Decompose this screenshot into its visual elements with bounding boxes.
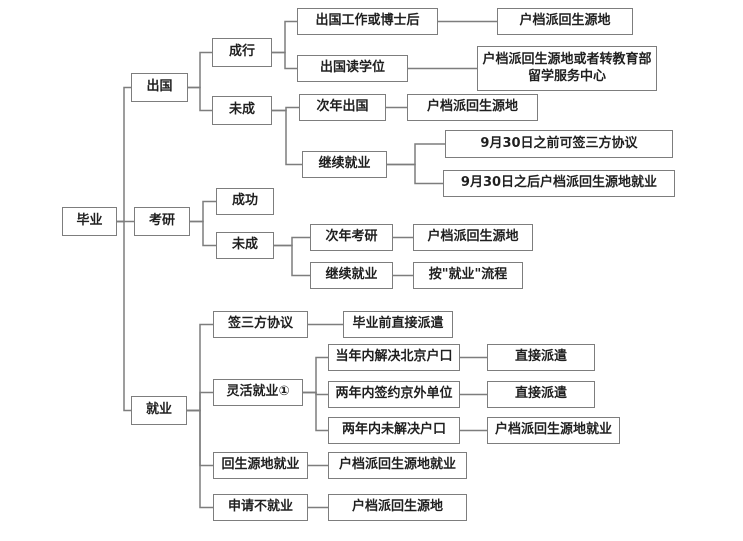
node-chenggong: 成功 xyxy=(216,188,274,215)
edge-kaoyan-to-chenggong xyxy=(190,200,216,223)
node-hui_shengyuandi: 回生源地就业 xyxy=(213,452,308,479)
edge-weicheng_kaoyan-to-cinian_kaoyan xyxy=(274,236,310,247)
node-dangnian_hukou: 当年内解决北京户口 xyxy=(328,344,460,371)
node-cinian_kaoyan: 次年考研 xyxy=(310,224,393,251)
node-du_xuewei: 出国读学位 xyxy=(297,55,408,82)
node-zhijie_paiqian_2: 直接派遣 xyxy=(487,381,595,408)
node-liangnian_wei_jiejue: 两年内未解决户口 xyxy=(328,417,460,444)
edge-linghuo_jiuye-to-dangnian_hukou xyxy=(303,356,328,394)
node-hudang_jiuye_linghuo: 户档派回生源地就业 xyxy=(487,417,620,444)
edge-chengxing-to-gongzuo_boshi xyxy=(272,20,297,54)
node-hudang_jiuye_hui: 户档派回生源地就业 xyxy=(328,452,467,479)
edge-linghuo_jiuye-to-liangnian_wei_jiejue xyxy=(303,391,328,432)
node-qian_sanfang: 签三方协议 xyxy=(213,311,308,338)
node-hudang_jiaoyubu: 户档派回生源地或者转教育部留学服务中心 xyxy=(477,46,657,91)
edge-biye-to-chuguo xyxy=(117,86,131,223)
node-linghuo_jiuye: 灵活就业① xyxy=(213,379,303,406)
node-sep30_after: 9月30日之后户档派回生源地就业 xyxy=(443,170,675,197)
node-hudang_shenqing: 户档派回生源地 xyxy=(328,494,467,521)
node-liangnian_qianyue: 两年内签约京外单位 xyxy=(328,381,460,408)
node-weicheng_chuguo: 未成 xyxy=(212,96,272,125)
node-chengxing: 成行 xyxy=(212,38,272,67)
edge-chengxing-to-du_xuewei xyxy=(272,51,297,70)
node-weicheng_kaoyan: 未成 xyxy=(216,232,274,259)
node-cinian_chuguo: 次年出国 xyxy=(299,94,386,121)
node-kaoyan: 考研 xyxy=(134,207,190,236)
edge-jiuye-to-linghuo_jiuye xyxy=(187,391,213,412)
edge-chuguo-to-weicheng_chuguo xyxy=(188,86,212,112)
edge-chuguo-to-chengxing xyxy=(188,51,212,89)
edge-jiuye-to-shenqing_bujiuye xyxy=(187,409,213,509)
node-an_jiuye_liucheng: 按"就业"流程 xyxy=(413,262,523,289)
node-sep30_before: 9月30日之前可签三方协议 xyxy=(445,130,673,158)
edge-jixu_jiuye_chuguo-to-sep30_before xyxy=(387,143,445,166)
node-hudang_cinian_kaoyan: 户档派回生源地 xyxy=(413,224,533,251)
node-jixu_jiuye_chuguo: 继续就业 xyxy=(302,151,387,178)
node-jixu_jiuye_kaoyan: 继续就业 xyxy=(310,262,393,289)
node-chuguo: 出国 xyxy=(131,73,188,102)
node-jiuye: 就业 xyxy=(131,396,187,425)
edge-biye-to-jiuye xyxy=(117,220,131,412)
node-hudang_top: 户档派回生源地 xyxy=(497,8,633,35)
node-gongzuo_boshi: 出国工作或博士后 xyxy=(297,8,438,35)
edge-kaoyan-to-weicheng_kaoyan xyxy=(190,220,216,247)
edge-weicheng_chuguo-to-jixu_jiuye_chuguo xyxy=(272,109,302,166)
node-shenqing_bujiuye: 申请不就业 xyxy=(213,494,308,521)
node-biye: 毕业 xyxy=(62,207,117,236)
node-biyeqian_paiqian: 毕业前直接派遣 xyxy=(343,311,453,338)
edge-jixu_jiuye_chuguo-to-sep30_after xyxy=(387,163,443,185)
edge-weicheng_kaoyan-to-jixu_jiuye_kaoyan xyxy=(274,244,310,277)
node-hudang_cinian_chuguo: 户档派回生源地 xyxy=(407,94,538,121)
node-zhijie_paiqian_1: 直接派遣 xyxy=(487,344,595,371)
